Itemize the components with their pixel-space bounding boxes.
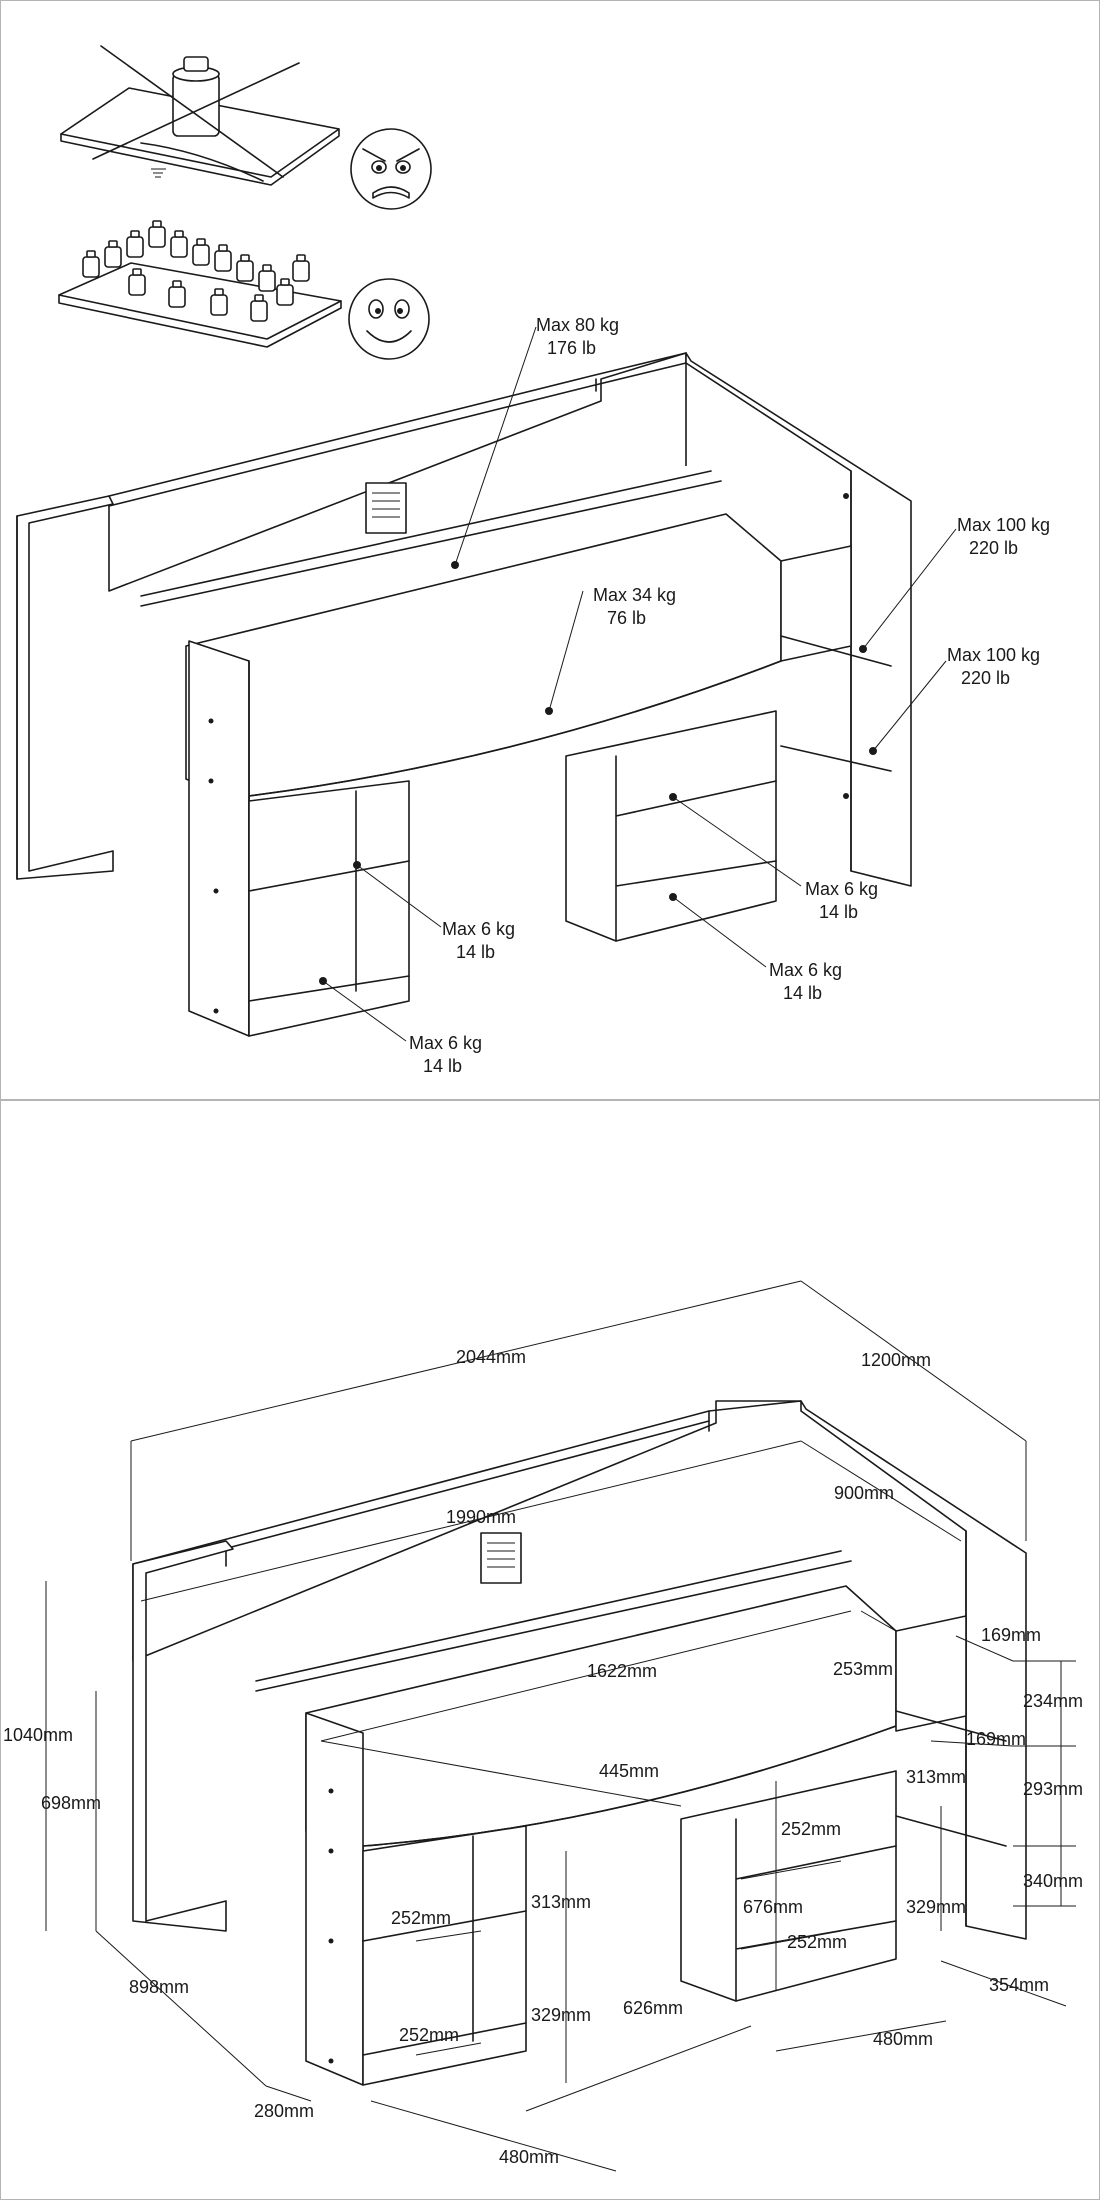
- bed-load-drawing: [16, 326, 957, 1042]
- dim-step-height: 234mm: [1023, 1691, 1083, 1711]
- dim-shelf-height: 329mm: [531, 2005, 591, 2025]
- dimension-lines: [45, 1280, 1076, 2172]
- load-label-kg: Max 100 kg: [957, 515, 1050, 535]
- dim-shelf: 252mm: [787, 1932, 847, 1952]
- dim-length: 2044mm: [456, 1347, 526, 1367]
- load-label-lb: 14 lb: [783, 983, 822, 1003]
- load-label-lb: 14 lb: [423, 1056, 462, 1076]
- dimensions-drawing: 2044mm 1200mm 1990mm 900mm 1622mm 253mm …: [3, 1280, 1083, 2172]
- dim-desk-depth: 445mm: [599, 1761, 659, 1781]
- dim-step-height: 340mm: [1023, 1871, 1083, 1891]
- load-label-lb: 14 lb: [819, 902, 858, 922]
- load-label-kg: Max 80 kg: [536, 315, 619, 335]
- load-label-kg: Max 34 kg: [593, 585, 676, 605]
- dim-step-depth: 169mm: [981, 1625, 1041, 1645]
- load-label-lb: 220 lb: [969, 538, 1018, 558]
- dimensions-panel: 2044mm 1200mm 1990mm 900mm 1622mm 253mm …: [0, 1100, 1100, 2200]
- load-label-lb: 176 lb: [547, 338, 596, 358]
- dim-shelf-height: 313mm: [906, 1767, 966, 1787]
- dim-inner-depth: 900mm: [834, 1483, 894, 1503]
- dim-shelf: 252mm: [399, 2025, 459, 2045]
- dim-cabinet-height: 676mm: [743, 1897, 803, 1917]
- load-label-lb: 220 lb: [961, 668, 1010, 688]
- load-label-kg: Max 6 kg: [769, 960, 842, 980]
- load-label-kg: Max 6 kg: [805, 879, 878, 899]
- dim-side-width: 280mm: [254, 2101, 314, 2121]
- distributed-load-icon: [58, 220, 342, 348]
- load-label-kg: Max 6 kg: [442, 919, 515, 939]
- dim-shelf-height: 329mm: [906, 1897, 966, 1917]
- dim-cabinet-width-right: 480mm: [873, 2029, 933, 2049]
- load-limits-drawing: Max 80 kg 176 lb Max 34 kg 76 lb Max 100…: [16, 45, 1050, 1076]
- dim-shelf-height: 313mm: [531, 1892, 591, 1912]
- dim-step-depth: 169mm: [966, 1729, 1026, 1749]
- dim-front-depth: 898mm: [129, 1977, 189, 1997]
- dim-depth: 1200mm: [861, 1350, 931, 1370]
- dim-step-width: 354mm: [989, 1975, 1049, 1995]
- dim-total-height: 1040mm: [3, 1725, 73, 1745]
- dim-step-height: 293mm: [1023, 1779, 1083, 1799]
- load-label-lb: 76 lb: [607, 608, 646, 628]
- dim-desk-side: 253mm: [833, 1659, 893, 1679]
- load-label-kg: Max 100 kg: [947, 645, 1040, 665]
- dim-cabinet-width-left: 480mm: [499, 2147, 559, 2167]
- dim-cabinet-gap: 626mm: [623, 1998, 683, 2018]
- dim-inner-length: 1990mm: [446, 1507, 516, 1527]
- load-limits-panel: Max 80 kg 176 lb Max 34 kg 76 lb Max 100…: [0, 0, 1100, 1100]
- point-load-warning-icon: [60, 45, 340, 186]
- dim-shelf: 252mm: [391, 1908, 451, 1928]
- dim-shelf: 252mm: [781, 1819, 841, 1839]
- load-label-lb: 14 lb: [456, 942, 495, 962]
- happy-face-icon: [348, 278, 430, 360]
- angry-face-icon: [350, 128, 432, 210]
- bed-dimension-drawing: [132, 1400, 1027, 2086]
- dim-desk-height: 698mm: [41, 1793, 101, 1813]
- dim-desk-length: 1622mm: [587, 1661, 657, 1681]
- load-label-kg: Max 6 kg: [409, 1033, 482, 1053]
